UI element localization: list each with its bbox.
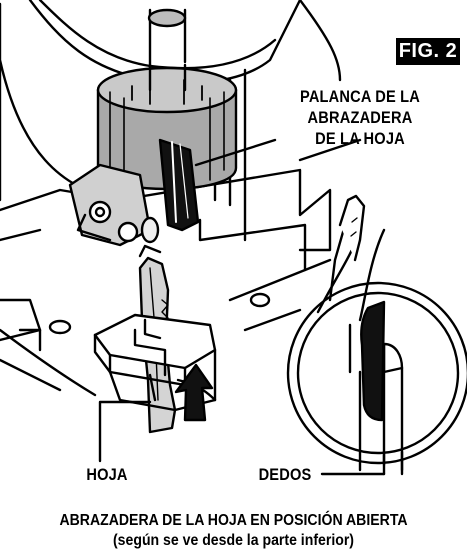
figure-caption-subtitle: (según se ve desde la parte inferior) bbox=[112, 532, 355, 549]
blade-leader-line bbox=[98, 400, 152, 463]
blade-clamp-cylinder bbox=[96, 8, 238, 191]
saw-base-plate bbox=[0, 68, 362, 397]
figure-number-badge: FIG. 2 bbox=[396, 38, 460, 65]
fingers-label: DEDOS bbox=[258, 465, 312, 484]
figure-caption: ABRAZADERA DE LA HOJA EN POSICIÓN ABIERT… bbox=[59, 512, 408, 529]
blade-label: HOJA bbox=[86, 465, 128, 484]
clamp-lever bbox=[158, 138, 200, 232]
fingers-leader-line bbox=[320, 450, 404, 476]
clamp-lever-label: PALANCA DE LA ABRAZADERA DE LA HOJA bbox=[274, 86, 446, 149]
clamp-side-bracket bbox=[68, 163, 160, 247]
clamp-lever-label-line-2: ABRAZADERA bbox=[307, 108, 413, 127]
direction-arrow bbox=[174, 363, 214, 422]
clamp-lever-label-line-1: PALANCA DE LA bbox=[299, 87, 420, 106]
clamp-lever-label-line-3: DE LA HOJA bbox=[315, 129, 405, 148]
fingers-detail-circle bbox=[286, 194, 467, 472]
lever-leader-line bbox=[194, 138, 277, 167]
